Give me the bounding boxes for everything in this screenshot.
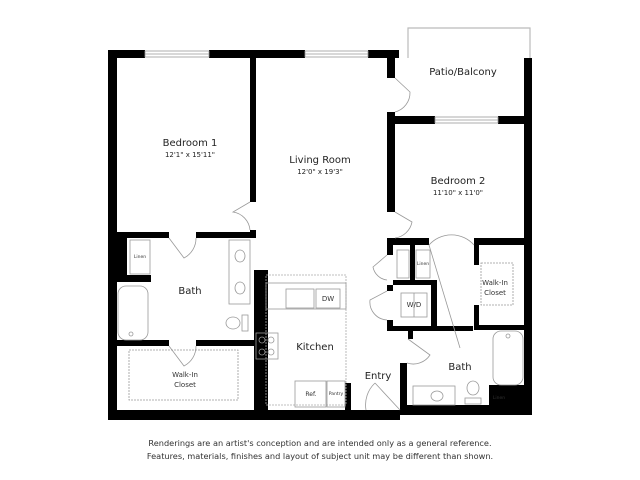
door-swings — [168, 77, 475, 411]
entry-label: Entry — [364, 371, 392, 382]
linen2-label: Linen — [416, 262, 430, 267]
living-room-dimensions: 12'0" x 19'3" — [297, 168, 343, 176]
bedroom2-dimensions: 11'10" x 11'0" — [432, 189, 484, 197]
bedroom2-label: Bedroom 2 — [430, 176, 486, 187]
patio-label: Patio/Balcony — [429, 67, 497, 78]
closet2-label-line2: Closet — [484, 289, 506, 297]
kitchen-label: Kitchen — [296, 342, 334, 353]
walls — [108, 50, 532, 420]
disclaimer-line2: Features, materials, finishes and layout… — [146, 451, 494, 461]
dishwasher-label: DW — [321, 295, 335, 303]
closet2-label-line1: Walk-In — [482, 279, 508, 287]
bedroom1-label: Bedroom 1 — [162, 138, 218, 149]
bedroom1-dimensions: 12'1" x 15'11" — [164, 151, 216, 159]
linen1-label: Linen — [133, 255, 147, 260]
disclaimer-line1: Renderings are an artist's conception an… — [148, 438, 492, 448]
washer-dryer-label: W/D — [406, 301, 422, 309]
closet1-label-line2: Closet — [174, 381, 196, 389]
patio-outline — [407, 27, 531, 58]
bath2-label: Bath — [448, 362, 472, 373]
living-room-label: Living Room — [289, 155, 351, 166]
closet1-label-line1: Walk-In — [172, 371, 198, 379]
bath1-label: Bath — [178, 286, 202, 297]
windows — [144, 50, 499, 124]
refrigerator-label: Ref. — [305, 391, 317, 398]
pantry-label: Pantry — [328, 392, 344, 397]
linen3-label: Linen — [492, 396, 506, 401]
fixtures — [117, 239, 524, 408]
